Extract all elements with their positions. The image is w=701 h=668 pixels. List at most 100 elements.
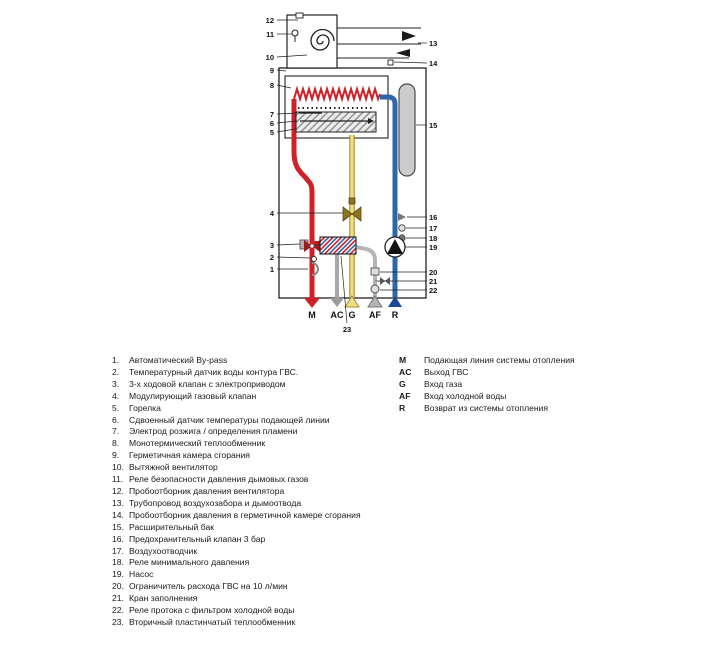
legend-item: 2. Температурный датчик воды контура ГВС. xyxy=(112,367,404,379)
dhw-temp-sensor xyxy=(311,256,317,262)
legend-item-number: 8. xyxy=(112,438,120,449)
legend-item-number: 21. xyxy=(112,593,124,604)
port-label-g: G xyxy=(348,310,355,320)
legend-item: 9.Герметичная камера сгорания xyxy=(112,450,404,462)
legend-item-number: 14. xyxy=(112,509,124,520)
dhw-out-arrow-icon xyxy=(330,298,344,307)
flue-out-arrow-icon xyxy=(402,31,416,41)
callout-23: 23 xyxy=(343,325,351,334)
legend-item: 3.3-х ходовой клапан с электроприводом xyxy=(112,379,404,391)
bypass-valve xyxy=(311,262,319,276)
legend-item: 19.Насос xyxy=(112,569,404,581)
legend-item-number: 20. xyxy=(112,581,124,592)
legend-item-text: Кран заполнения xyxy=(129,593,198,604)
expansion-vessel xyxy=(398,83,416,177)
legend-item-text: Трубопровод воздухозабора и дымоотвода xyxy=(129,497,302,508)
primary-heat-exchanger xyxy=(293,85,381,103)
callout-17: 17 xyxy=(429,224,437,233)
legend-port-text: Возврат из системы отопления xyxy=(424,402,549,413)
legend-item-text: Реле протока с фильтром холодной воды xyxy=(129,605,295,616)
legend-item-text: Температурный датчик воды контура ГВС. xyxy=(129,366,299,377)
legend-item-text: Сдвоенный датчик температуры подающей ли… xyxy=(129,414,330,425)
legend-port: AC Выход ГВС xyxy=(399,367,649,379)
callout-10: 10 xyxy=(266,53,274,62)
legend-item-text: Герметичная камера сгорания xyxy=(129,450,250,461)
gas-valve xyxy=(342,197,362,222)
legend-item: 17. Воздухоотводчик xyxy=(112,546,404,558)
return-arrow-icon xyxy=(388,296,402,307)
legend-item-text: Электрод розжига / определения пламени xyxy=(129,426,298,437)
legend-item-number: 6. xyxy=(112,414,120,425)
legend-item-text: Воздухоотводчик xyxy=(129,545,198,556)
callout-13: 13 xyxy=(429,39,437,48)
callout-1: 1 xyxy=(270,265,274,274)
legend-port-text: Подающая линия системы отопления xyxy=(424,355,575,365)
legend-port-text: Выход ГВС xyxy=(424,366,469,377)
legend-item: 20.Ограничитель расхода ГВС на 10 л/мин xyxy=(112,581,404,593)
legend-item-number: 5. xyxy=(112,402,120,413)
legend-numbered: 1.Автоматический By-pass 2.Температурный… xyxy=(112,355,404,629)
callout-9: 9 xyxy=(270,66,274,75)
callout-2: 2 xyxy=(270,253,274,262)
dhw-fittings xyxy=(370,267,395,294)
callout-11: 11 xyxy=(266,30,274,39)
legend-item-text: Пробоотборник давления в герметичной кам… xyxy=(129,509,361,520)
legend-item-number: 13. xyxy=(112,497,124,508)
legend-item-text: Расширительный бак xyxy=(129,521,214,532)
callout-4: 4 xyxy=(270,209,275,218)
pipes xyxy=(291,94,398,298)
legend-item-number: 19. xyxy=(112,569,124,580)
callout-20: 20 xyxy=(429,268,437,277)
legend-item: 15.Расширительный бак xyxy=(112,522,404,534)
legend-item-number: 2. xyxy=(112,366,120,377)
legend-item-text: Горелка xyxy=(129,402,161,413)
flow-limiter xyxy=(370,267,380,276)
port-label-m: M xyxy=(308,310,316,320)
legend-item-number: 7. xyxy=(112,426,120,437)
port-label-r: R xyxy=(392,310,399,320)
leader-lines xyxy=(276,19,428,324)
chamber-pressure-test-point xyxy=(387,59,394,66)
burner xyxy=(295,111,377,133)
gas-in-arrow-icon xyxy=(344,295,360,308)
legend-item: 14. Пробоотборник давления в герметичной … xyxy=(112,510,404,522)
legend-port-code: AC xyxy=(399,366,412,377)
legend-item-number: 10. xyxy=(112,462,124,473)
callout-15: 15 xyxy=(429,121,437,130)
legend-item-number: 1. xyxy=(112,355,120,365)
port-label-ac: AC xyxy=(331,310,344,320)
legend-item-number: 17. xyxy=(112,545,124,556)
legend-item-number: 16. xyxy=(112,533,124,544)
heating-return-pipe xyxy=(380,94,398,298)
cold-water-pipe xyxy=(355,245,377,298)
three-way-valve xyxy=(299,239,320,252)
legend-item: 4.Модулирующий газовый клапан xyxy=(112,391,404,403)
callout-22: 22 xyxy=(429,286,437,295)
flow-switch xyxy=(370,284,380,294)
legend-item: 12.Пробоотборник давления вентилятора xyxy=(112,486,404,498)
port-label-af: AF xyxy=(369,310,381,320)
port-arrows xyxy=(304,295,402,308)
filling-valve-icon xyxy=(385,277,390,285)
callout-12: 12 xyxy=(266,16,274,25)
legend-item: 21. Кран заполнения xyxy=(112,593,404,605)
legend-port-code: G xyxy=(399,378,406,389)
legend-item-text: Монотермический теплообменник xyxy=(129,438,266,449)
air-in-arrow-icon xyxy=(396,49,410,57)
legend-port-text: Вход холодной воды xyxy=(424,390,507,401)
plate-heat-exchanger xyxy=(319,236,357,255)
callout-3: 3 xyxy=(270,241,274,250)
exhaust-fan-icon xyxy=(291,28,335,51)
legend-item: 8. Монотермический теплообменник xyxy=(112,438,404,450)
legend-item-text: Пробоотборник давления вентилятора xyxy=(129,485,285,496)
callout-19: 19 xyxy=(429,243,437,252)
legend-item-number: 18. xyxy=(112,557,124,568)
callout-7: 7 xyxy=(270,110,274,119)
callout-21: 21 xyxy=(429,277,437,286)
callout-14: 14 xyxy=(429,59,438,68)
